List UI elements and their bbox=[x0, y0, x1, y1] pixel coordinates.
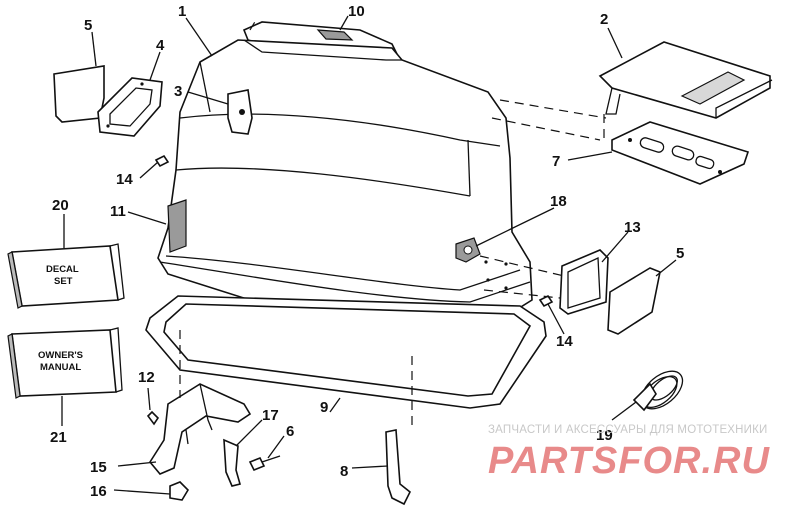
callout-15: 15 bbox=[90, 459, 107, 476]
callout-21: 21 bbox=[50, 429, 67, 446]
callout-13: 13 bbox=[624, 219, 641, 236]
window-left-part bbox=[53, 65, 105, 123]
decal-set-box bbox=[7, 243, 125, 309]
watermark-logo: PARTSFOR.RU bbox=[488, 440, 770, 482]
frame-right-part bbox=[559, 249, 609, 315]
seal-ring-part bbox=[145, 295, 547, 409]
callout-7: 7 bbox=[552, 153, 560, 170]
callout-11: 11 bbox=[110, 203, 126, 220]
callout-14-right: 14 bbox=[556, 333, 573, 350]
bolt-part bbox=[248, 455, 281, 472]
leader-lines bbox=[61, 15, 677, 495]
callout-labels: 1 2 3 4 5 10 7 14 11 18 13 5 14 20 21 12… bbox=[50, 3, 684, 500]
decal-label-line1: DECAL bbox=[46, 264, 79, 275]
box-labels: DECAL SET OWNER'S MANUAL bbox=[38, 264, 83, 373]
callout-3: 3 bbox=[174, 83, 182, 100]
decal-label-line2: SET bbox=[54, 276, 73, 287]
callout-18: 18 bbox=[550, 193, 567, 210]
gasket-plate-part bbox=[611, 121, 750, 185]
manual-label-line1: OWNER'S bbox=[38, 350, 83, 361]
callout-20: 20 bbox=[52, 197, 69, 214]
clip-part bbox=[223, 438, 241, 487]
callout-9: 9 bbox=[320, 399, 328, 416]
frame-left-part bbox=[97, 77, 163, 137]
callout-10: 10 bbox=[348, 3, 365, 20]
callout-5-left: 5 bbox=[84, 17, 92, 34]
callout-14-left: 14 bbox=[116, 171, 133, 188]
callout-1: 1 bbox=[178, 3, 186, 20]
callout-2: 2 bbox=[600, 11, 608, 28]
window-right-part bbox=[607, 267, 661, 335]
callout-19: 19 bbox=[596, 427, 613, 444]
callout-17: 17 bbox=[262, 407, 279, 424]
engine-cover bbox=[157, 21, 533, 341]
owners-manual-box bbox=[7, 327, 123, 399]
top-panel-part bbox=[598, 41, 773, 119]
callout-16: 16 bbox=[90, 483, 107, 500]
callout-6: 6 bbox=[286, 423, 294, 440]
manual-label-line2: MANUAL bbox=[40, 362, 81, 373]
callout-12: 12 bbox=[138, 369, 155, 386]
strap-part bbox=[385, 429, 412, 506]
watermark-tagline: ЗАПЧАСТИ И АКСЕССУАРЫ ДЛЯ МОТОТЕХНИКИ bbox=[488, 424, 768, 436]
cable-part bbox=[632, 370, 684, 412]
callout-8: 8 bbox=[340, 463, 348, 480]
callout-5-right: 5 bbox=[676, 245, 684, 262]
callout-4: 4 bbox=[156, 37, 165, 54]
screw-right-part bbox=[538, 294, 554, 308]
bracket-part bbox=[146, 383, 252, 501]
screw-left-part bbox=[154, 154, 170, 168]
assembly-lines bbox=[179, 19, 607, 430]
